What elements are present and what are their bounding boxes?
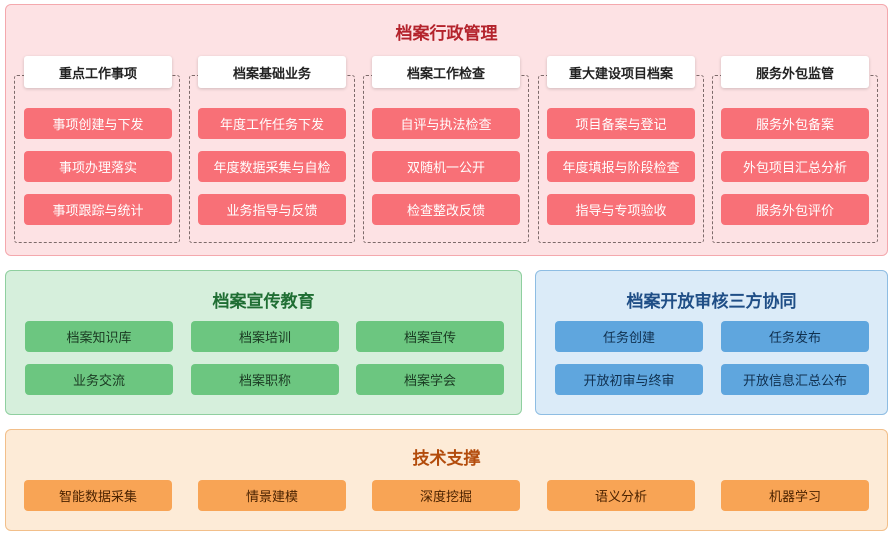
item-key-work-3[interactable]: 事项跟踪与统计 bbox=[24, 194, 172, 225]
item-major-projects-1[interactable]: 项目备案与登记 bbox=[547, 108, 695, 139]
admin-panel-title: 档案行政管理 bbox=[395, 24, 498, 44]
item-promotion[interactable]: 档案宣传 bbox=[356, 321, 504, 352]
item-basic-business-2[interactable]: 年度数据采集与自检 bbox=[198, 151, 346, 182]
item-outsourcing-1[interactable]: 服务外包备案 bbox=[721, 108, 869, 139]
tech-panel-title: 技术支撑 bbox=[412, 449, 481, 469]
item-key-work-1[interactable]: 事项创建与下发 bbox=[24, 108, 172, 139]
item-open-review[interactable]: 开放初审与终审 bbox=[555, 364, 703, 395]
tech-support-panel: 技术支撑 智能数据采集 情景建模 深度挖掘 语义分析 机器学习 bbox=[5, 429, 888, 531]
item-deep-mining[interactable]: 深度挖掘 bbox=[372, 480, 520, 511]
item-task-publish[interactable]: 任务发布 bbox=[721, 321, 869, 352]
column-header-outsourcing[interactable]: 服务外包监管 bbox=[721, 56, 869, 88]
publicity-panel-title: 档案宣传教育 bbox=[212, 292, 315, 312]
item-archives-society[interactable]: 档案学会 bbox=[356, 364, 504, 395]
item-outsourcing-2[interactable]: 外包项目汇总分析 bbox=[721, 151, 869, 182]
item-professional-title[interactable]: 档案职称 bbox=[191, 364, 339, 395]
item-inspection-2[interactable]: 双随机一公开 bbox=[372, 151, 520, 182]
column-header-basic-business[interactable]: 档案基础业务 bbox=[198, 56, 346, 88]
column-header-key-work[interactable]: 重点工作事项 bbox=[24, 56, 172, 88]
item-inspection-3[interactable]: 检查整改反馈 bbox=[372, 194, 520, 225]
item-semantic-analysis[interactable]: 语义分析 bbox=[547, 480, 695, 511]
item-task-create[interactable]: 任务创建 bbox=[555, 321, 703, 352]
admin-management-panel: 档案行政管理 重点工作事项 事项创建与下发 事项办理落实 事项跟踪与统计 档案基… bbox=[5, 4, 888, 256]
item-basic-business-1[interactable]: 年度工作任务下发 bbox=[198, 108, 346, 139]
open-review-panel-title: 档案开放审核三方协同 bbox=[626, 292, 797, 312]
publicity-education-panel: 档案宣传教育 档案知识库 档案培训 档案宣传 业务交流 档案职称 档案学会 bbox=[5, 270, 522, 415]
item-open-info-publish[interactable]: 开放信息汇总公布 bbox=[721, 364, 869, 395]
item-key-work-2[interactable]: 事项办理落实 bbox=[24, 151, 172, 182]
item-major-projects-3[interactable]: 指导与专项验收 bbox=[547, 194, 695, 225]
item-training[interactable]: 档案培训 bbox=[191, 321, 339, 352]
item-data-collection[interactable]: 智能数据采集 bbox=[24, 480, 172, 511]
column-header-inspection[interactable]: 档案工作检查 bbox=[372, 56, 520, 88]
item-basic-business-3[interactable]: 业务指导与反馈 bbox=[198, 194, 346, 225]
open-review-panel: 档案开放审核三方协同 任务创建 任务发布 开放初审与终审 开放信息汇总公布 bbox=[535, 270, 888, 415]
item-machine-learning[interactable]: 机器学习 bbox=[721, 480, 869, 511]
item-knowledge-base[interactable]: 档案知识库 bbox=[25, 321, 173, 352]
item-outsourcing-3[interactable]: 服务外包评价 bbox=[721, 194, 869, 225]
column-header-major-projects[interactable]: 重大建设项目档案 bbox=[547, 56, 695, 88]
item-business-exchange[interactable]: 业务交流 bbox=[25, 364, 173, 395]
item-major-projects-2[interactable]: 年度填报与阶段检查 bbox=[547, 151, 695, 182]
item-scenario-modeling[interactable]: 情景建模 bbox=[198, 480, 346, 511]
item-inspection-1[interactable]: 自评与执法检查 bbox=[372, 108, 520, 139]
